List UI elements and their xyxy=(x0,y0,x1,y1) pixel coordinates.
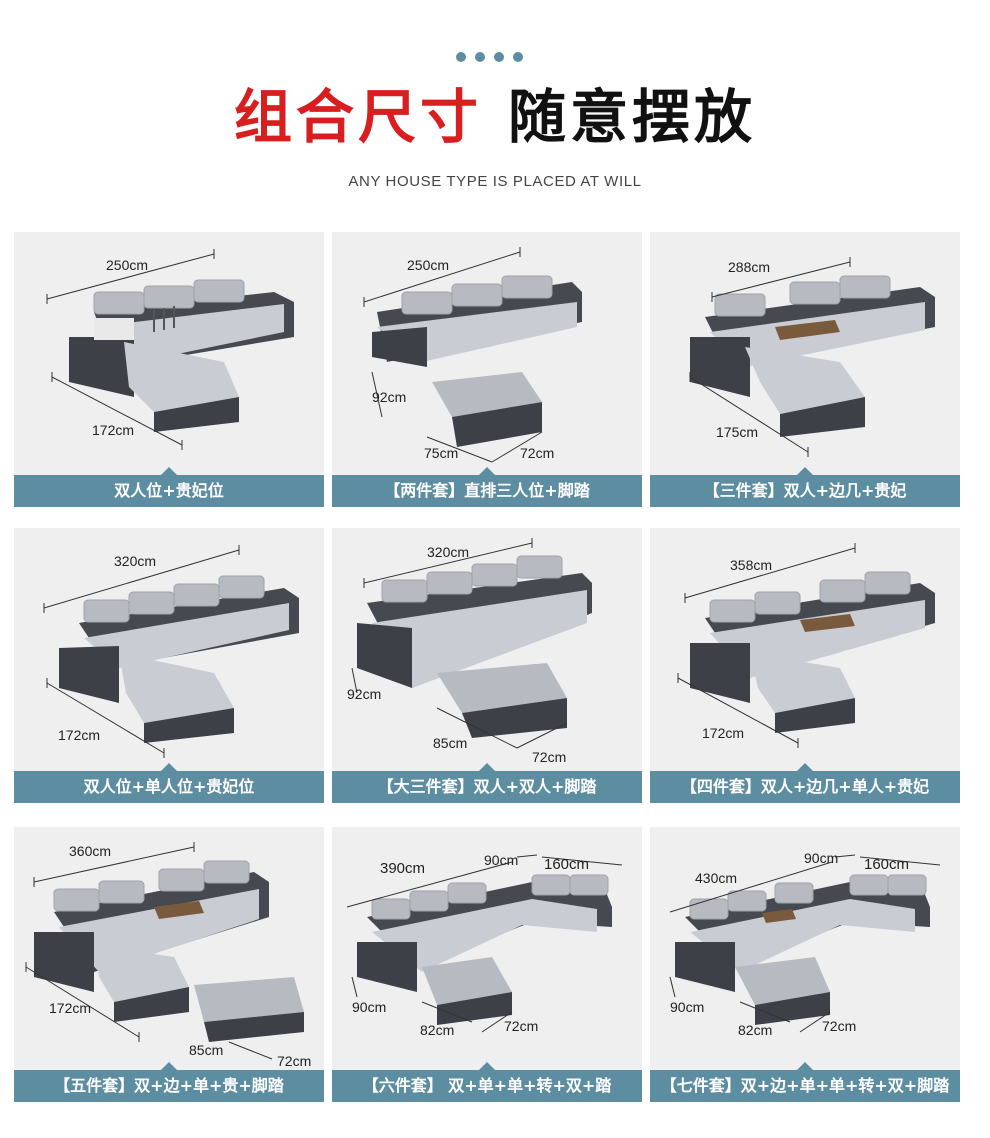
dim-label: 430cm xyxy=(695,870,737,886)
dim-label: 320cm xyxy=(114,553,156,569)
dim-label: 360cm xyxy=(69,843,111,859)
dim-label: 72cm xyxy=(277,1053,311,1069)
combo-label-banner: 【三件套】双人+边几+贵妃 xyxy=(650,467,960,507)
combo-card-5: 320cm 92cm 85cm 72cm 【大三件套】双人+双人+脚踏 xyxy=(332,528,642,803)
dim-label: 72cm xyxy=(822,1018,856,1034)
dim-label: 85cm xyxy=(433,735,467,751)
dim-label: 82cm xyxy=(420,1022,454,1038)
dim-label: 85cm xyxy=(189,1042,223,1058)
sofa-u-shape-six-piece-icon: 390cm 90cm 160cm 90cm 82cm 72cm xyxy=(346,852,623,1038)
combo-label-banner: 【大三件套】双人+双人+脚踏 xyxy=(332,763,642,803)
dim-label: 75cm xyxy=(424,445,458,461)
dim-label: 172cm xyxy=(92,422,134,438)
dim-label: 172cm xyxy=(58,727,100,743)
dim-label: 82cm xyxy=(738,1022,772,1038)
combo-label-banner: 【七件套】双+边+单+单+转+双+脚踏 xyxy=(650,1062,960,1102)
page-title: 组合尺寸随意摆放 xyxy=(0,80,990,154)
combo-label-banner: 【四件套】双人+边几+单人+贵妃 xyxy=(650,763,960,803)
combo-card-2: 250cm 92cm 75cm 72cm 【两件套】直排三人位+脚踏 xyxy=(332,232,642,507)
sofa-l-shape-side-table-icon: 288cm 175cm xyxy=(689,257,935,457)
dim-label: 72cm xyxy=(504,1018,538,1034)
combo-card-3: 288cm 175cm 【三件套】双人+边几+贵妃 xyxy=(650,232,960,507)
dim-label: 288cm xyxy=(728,259,770,275)
sofa-u-shape-seven-piece-icon: 430cm 90cm 160cm 90cm 82cm 72cm xyxy=(669,850,941,1038)
sofa-four-piece-icon: 358cm 172cm xyxy=(677,543,935,748)
combo-label-banner: 双人位+单人位+贵妃位 xyxy=(14,763,324,803)
combo-label-banner: 【六件套】 双+单+单+转+双+踏 xyxy=(332,1062,642,1102)
dim-label: 92cm xyxy=(347,686,381,702)
dim-label: 320cm xyxy=(427,544,469,560)
combo-card-4: 320cm 172cm 双人位+单人位+贵妃位 xyxy=(14,528,324,803)
sofa-double-double-ottoman-icon: 320cm 92cm 85cm 72cm xyxy=(347,538,592,765)
combo-card-7: 360cm 172cm 85cm 72cm 【五件套】双+边+单+贵+脚踏 xyxy=(14,827,324,1102)
dim-label: 250cm xyxy=(106,257,148,273)
combo-card-8: 390cm 90cm 160cm 90cm 82cm 72cm 【六件套】 双+… xyxy=(332,827,642,1102)
combo-label-banner: 【两件套】直排三人位+脚踏 xyxy=(332,467,642,507)
dim-label: 90cm xyxy=(670,999,704,1015)
combo-card-1: 250cm 172cm 双人位+贵妃位 xyxy=(14,232,324,507)
dim-label: 172cm xyxy=(49,1000,91,1016)
combo-label-banner: 【五件套】双+边+单+贵+脚踏 xyxy=(14,1062,324,1102)
dot xyxy=(475,52,485,62)
dot xyxy=(456,52,466,62)
dim-label: 72cm xyxy=(520,445,554,461)
dim-label: 160cm xyxy=(864,856,909,873)
sofa-five-piece-icon: 360cm 172cm 85cm 72cm xyxy=(25,842,311,1069)
dim-label: 172cm xyxy=(702,725,744,741)
dim-label: 90cm xyxy=(484,852,518,868)
title-red: 组合尺寸 xyxy=(233,83,482,151)
dim-label: 175cm xyxy=(716,424,758,440)
dim-label: 90cm xyxy=(804,850,838,866)
dim-label: 90cm xyxy=(352,999,386,1015)
sofa-l-shape-icon: 250cm 172cm xyxy=(46,249,294,450)
dim-label: 72cm xyxy=(532,749,566,765)
dot xyxy=(494,52,504,62)
sofa-l-shape-single-icon: 320cm 172cm xyxy=(43,545,299,758)
combo-label-banner: 双人位+贵妃位 xyxy=(14,467,324,507)
page-subtitle: ANY HOUSE TYPE IS PLACED AT WILL xyxy=(348,173,642,190)
decorative-dots xyxy=(456,52,523,62)
dim-label: 358cm xyxy=(730,557,772,573)
dim-label: 390cm xyxy=(380,860,425,877)
sofa-straight-with-ottoman-icon: 250cm 92cm 75cm 72cm xyxy=(363,247,582,463)
title-black: 随意摆放 xyxy=(508,83,757,151)
combo-card-9: 430cm 90cm 160cm 90cm 82cm 72cm 【七件套】双+边… xyxy=(650,827,960,1102)
dim-label: 250cm xyxy=(407,257,449,273)
dot xyxy=(513,52,523,62)
dim-label: 160cm xyxy=(544,856,589,873)
dim-label: 92cm xyxy=(372,389,406,405)
combo-card-6: 358cm 172cm 【四件套】双人+边几+单人+贵妃 xyxy=(650,528,960,803)
